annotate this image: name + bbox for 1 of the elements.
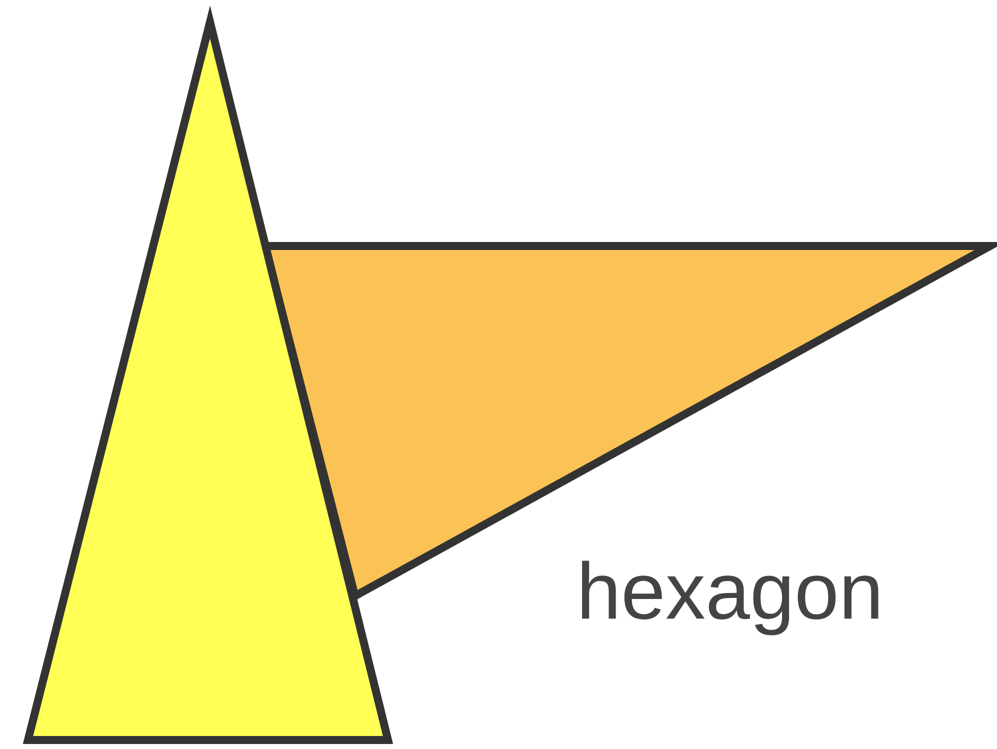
shape-label: hexagon bbox=[582, 560, 878, 636]
